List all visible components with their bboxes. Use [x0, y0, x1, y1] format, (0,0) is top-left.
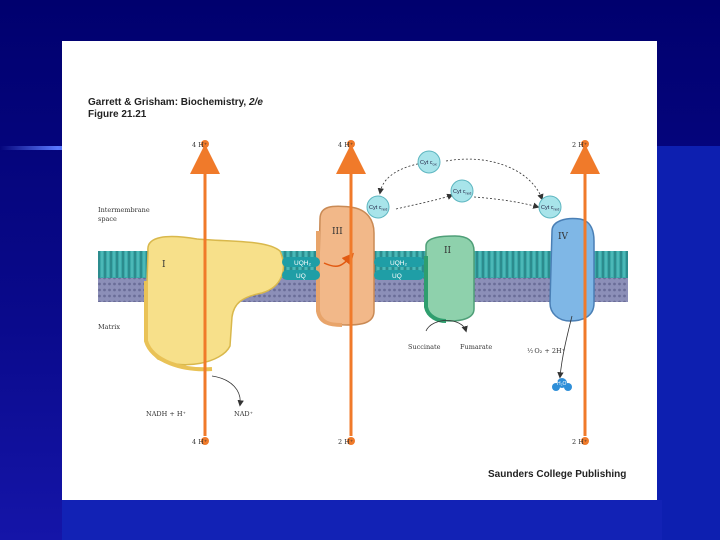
proton-label-top-1: 4 H⁺ — [192, 141, 207, 149]
cyt-left-label: Cyt cred — [369, 205, 387, 212]
cyt-mid-label: Cyt cred — [453, 189, 471, 196]
nadh-reaction-arrow — [211, 375, 244, 407]
complex-i-label: I — [162, 260, 166, 270]
succinate-reaction-arrow — [425, 320, 468, 333]
figure-number: Figure 21.21 — [88, 109, 147, 120]
uq-right-label: UQ — [392, 273, 402, 280]
oxygen-label: ½O₂ + 2H⁺ — [527, 347, 565, 355]
complex-ii-label: II — [444, 246, 452, 256]
cytochrome-c-cycle — [377, 158, 544, 210]
cyt-right-label: Cyt cred — [541, 205, 559, 212]
cytochrome-c-left: Cyt cred — [366, 195, 390, 219]
publisher-credit: Saunders College Publishing — [488, 469, 627, 480]
intermembrane-label: Intermembrane — [98, 206, 150, 214]
figure-card: Garrett & Grisham: Biochemistry, 2/e Fig… — [62, 41, 657, 500]
intermembrane-space-label: space — [98, 215, 117, 223]
uq-left-label: UQ — [296, 273, 306, 280]
matrix-label: Matrix — [98, 323, 120, 331]
nad-label: NAD⁺ — [234, 410, 253, 418]
proton-label-bottom-1: 4 H⁺ — [192, 438, 207, 446]
proton-label-bottom-2: 2 H⁺ — [338, 438, 353, 446]
succinate-label: Succinate — [408, 343, 441, 351]
cytochrome-c-top: Cyt cox — [417, 150, 441, 174]
ubiquinone-shuttle-right: UQH₂ UQ — [374, 257, 424, 280]
proton-label-top-3: 2 H⁺ — [572, 141, 587, 149]
uqh2-right-label: UQH₂ — [390, 260, 407, 267]
cyt-top-label: Cyt cox — [420, 160, 437, 167]
proton-pump-arrows — [190, 144, 600, 436]
citation-edition: 2/e — [248, 97, 263, 108]
complex-iv-label: IV — [558, 232, 569, 242]
complex-iii: III — [316, 205, 375, 327]
uqh2-left-label: UQH₂ — [294, 260, 311, 267]
complex-iii-label: III — [332, 227, 343, 237]
electron-transport-diagram: I III II IV UQH₂ UQ UQH₂ — [98, 140, 628, 446]
cytochrome-c-middle: Cyt cred — [450, 179, 474, 203]
water-label: H₂O — [557, 381, 567, 387]
figure-citation: Garrett & Grisham: Biochemistry, 2/e — [88, 97, 263, 109]
proton-dots — [201, 140, 589, 445]
nadh-label: NADH + H⁺ — [146, 410, 186, 418]
complex-i: I — [144, 235, 285, 372]
slide-bottom-panel — [62, 500, 662, 540]
proton-label-top-2: 4 H⁺ — [338, 141, 353, 149]
cytochrome-c-right: Cyt cred — [538, 195, 562, 219]
complex-iv: IV — [549, 217, 595, 322]
ubiquinone-shuttle-left: UQH₂ UQ — [282, 257, 320, 280]
oxygen-reaction-arrow — [557, 315, 573, 379]
fumarate-label: Fumarate — [460, 343, 492, 351]
proton-label-bottom-3: 2 H⁺ — [572, 438, 587, 446]
water-molecule: H₂O — [552, 378, 572, 391]
complex-ii: II — [424, 235, 475, 323]
slide-right-panel — [656, 146, 720, 540]
citation-book: Garrett & Grisham: Biochemistry, — [88, 97, 249, 108]
